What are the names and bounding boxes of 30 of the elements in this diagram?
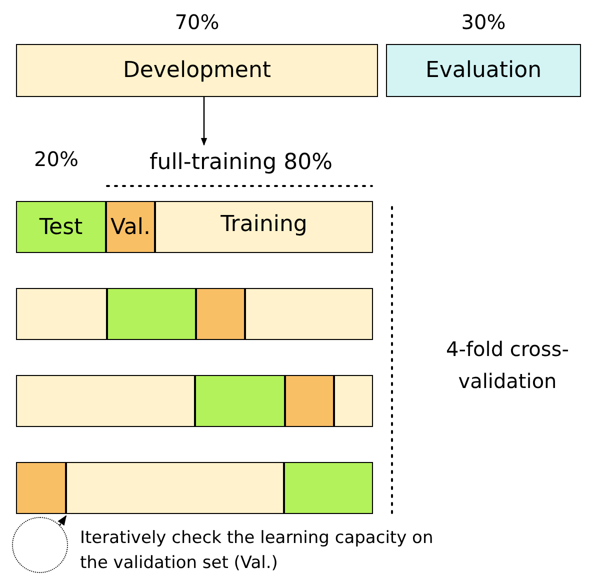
- fold-segment: [245, 288, 373, 340]
- fold-segment: [196, 288, 245, 340]
- fold-segment: [16, 201, 106, 253]
- fold-segment: [16, 375, 195, 427]
- fold-segment: [334, 375, 373, 427]
- percentage-label: 30%: [460, 10, 507, 34]
- percentage-label: 20%: [34, 147, 78, 171]
- fold-segment: [66, 462, 284, 514]
- development-box-label: Development: [122, 58, 272, 83]
- segment-label: Test: [39, 214, 83, 240]
- cross-validation-label: 4-fold cross-validation: [445, 336, 570, 395]
- percentage-label: 70%: [174, 10, 220, 34]
- fold-segment: [155, 201, 373, 253]
- arrow: [200, 97, 208, 146]
- fold-segment: [16, 462, 66, 514]
- segment-label: Training: [220, 212, 308, 237]
- fold-segment: [284, 462, 373, 514]
- stage-box: [386, 44, 581, 97]
- full-training-label: full-training 80%: [150, 150, 332, 174]
- fold-segment: [106, 201, 155, 253]
- fold-segment: [16, 288, 107, 340]
- evaluation-box-label: Evaluation: [425, 58, 542, 83]
- arrow: [58, 515, 67, 526]
- fold-segment: [107, 288, 196, 340]
- segment-label: Val.: [110, 214, 150, 240]
- stage-box: [16, 44, 378, 97]
- fold-segment: [195, 375, 285, 427]
- fold-segment: [285, 375, 334, 427]
- loop-circle: [12, 517, 68, 573]
- note-text: Iteratively check the learning capacity on the validation set (Val.): [80, 527, 434, 575]
